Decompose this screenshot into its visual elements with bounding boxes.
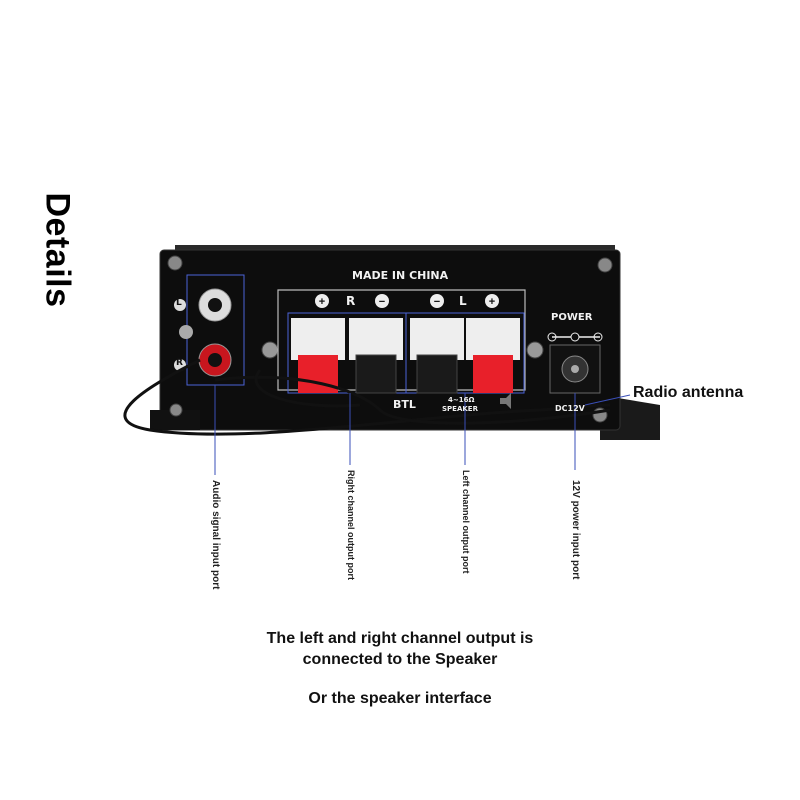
polarity-icons: + − − +: [315, 294, 499, 308]
rca-right-hole: [208, 353, 222, 367]
input-l-label: L: [176, 298, 182, 308]
btl-label: BTL: [393, 398, 416, 411]
dc-label: DC12V: [555, 404, 585, 413]
svg-text:−: −: [379, 296, 385, 308]
right-channel-letter: R: [346, 294, 356, 308]
cables: [123, 358, 611, 436]
made-in-label: MADE IN CHINA: [352, 269, 449, 282]
ground-screw-icon: [179, 325, 193, 339]
left-output-label: Left channel output port: [461, 470, 471, 574]
radio-antenna-label: Radio antenna: [633, 384, 744, 401]
power-input-callout: 12V power input port: [565, 480, 585, 620]
power-input-label: 12V power input port: [570, 480, 581, 580]
terminal-l-minus[interactable]: [416, 354, 458, 394]
caption-line-2: connected to the Speaker: [302, 651, 498, 668]
caption-line-1: The left and right channel output is: [266, 630, 534, 647]
speaker-icon: [500, 393, 511, 409]
terminal-frame: [277, 289, 526, 391]
left-channel-letter: L: [459, 294, 467, 308]
terminal-l-plus[interactable]: [473, 355, 513, 393]
audio-input-callout: Audio signal input port: [205, 480, 225, 620]
rca-left-hole: [208, 298, 222, 312]
svg-text:+: +: [319, 296, 325, 308]
power-symbol-icon: [547, 332, 603, 342]
callout-lines: [214, 385, 631, 475]
power-label: POWER: [551, 312, 593, 323]
svg-text:−: −: [434, 296, 440, 308]
svg-text:+: +: [489, 296, 495, 308]
right-output-callout: Right channel output port: [340, 470, 360, 610]
input-r-label: R: [176, 358, 183, 368]
label-l-badge: [174, 299, 186, 311]
terminal-r-minus[interactable]: [355, 354, 397, 394]
audio-input-label: Audio signal input port: [210, 480, 221, 590]
speaker-label: SPEAKER: [442, 405, 478, 413]
left-output-callout: Left channel output port: [455, 470, 475, 610]
bracket-left: [150, 410, 200, 430]
screw-icons: [167, 255, 613, 423]
impedance-label: 4~16Ω: [448, 396, 475, 404]
right-output-label: Right channel output port: [346, 470, 356, 580]
speaker-terminals: [291, 318, 520, 394]
caption-line-3: Or the speaker interface: [308, 690, 492, 707]
